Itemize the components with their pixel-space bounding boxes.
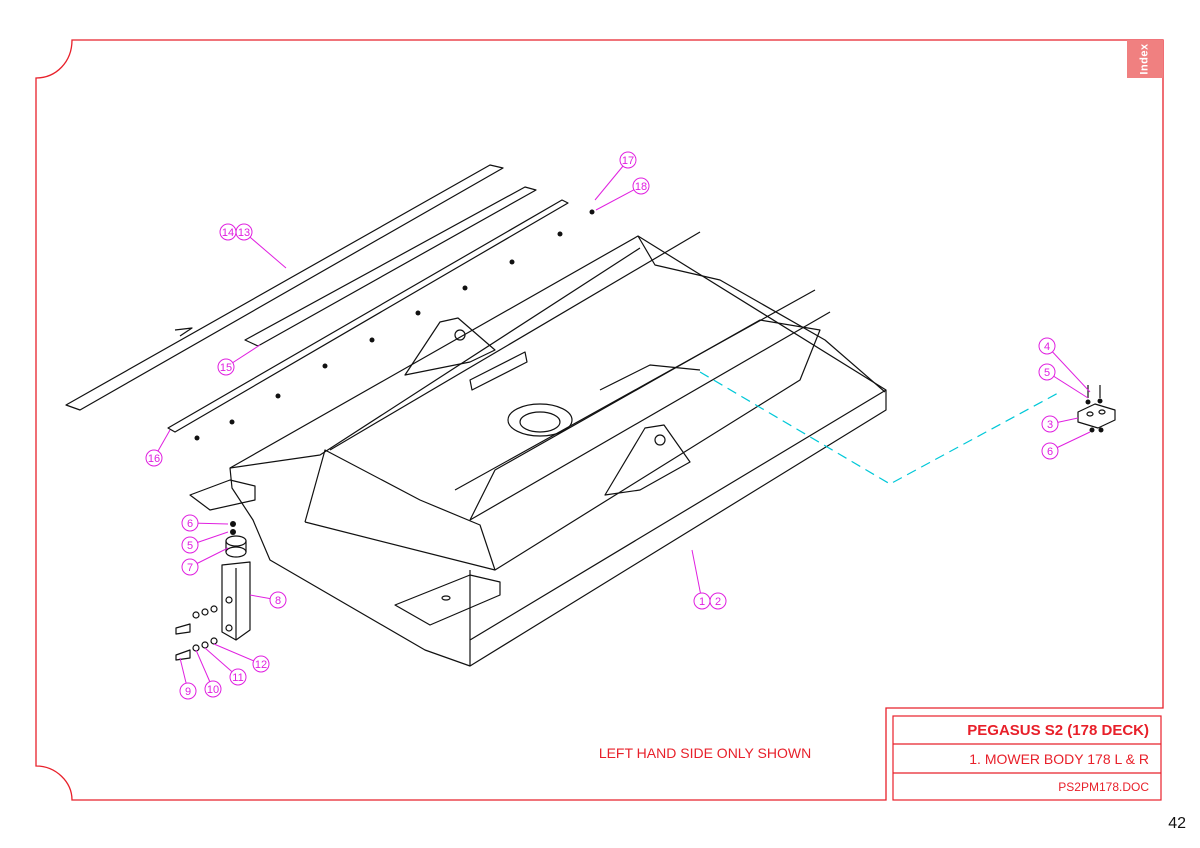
callout-leader (1046, 345, 1091, 393)
callout-balloon (219, 223, 237, 241)
callout-balloon (204, 680, 222, 698)
a-frame-bracket-front (604, 424, 691, 496)
callout-balloon (632, 177, 650, 195)
title-block-title: PEGASUS S2 (178 DECK) (967, 722, 1149, 739)
callout-label: 5 (1044, 367, 1050, 379)
callout-balloon (1041, 442, 1059, 460)
page-number: 42 (1168, 815, 1186, 832)
callout-balloon (181, 558, 199, 576)
a-frame-bracket-rear (404, 317, 496, 376)
callout-label: 15 (220, 362, 232, 374)
title-block-subtitle: 1. MOWER BODY 178 L & R (969, 751, 1149, 767)
callout-label: 8 (275, 595, 281, 607)
sheet-border (35, 39, 1164, 801)
callout-label: 13 (238, 227, 250, 239)
shield-strip-13-14 (65, 164, 504, 411)
callout-balloon (181, 514, 199, 532)
shield-strip-15 (244, 186, 537, 347)
callout-label: 12 (255, 659, 267, 671)
callout-label: 3 (1047, 419, 1053, 431)
callout-label: 7 (187, 562, 193, 574)
callout-label: 9 (185, 686, 191, 698)
spindle-opening (507, 403, 573, 437)
shield-strip-16 (167, 199, 569, 433)
callout-label: 16 (148, 453, 160, 465)
castor-post-8 (221, 561, 251, 641)
callout-label: 11 (232, 672, 243, 684)
callout-leader (594, 159, 629, 201)
drawing-note: LEFT HAND SIDE ONLY SHOWN (598, 745, 812, 761)
hitch-bracket-plate (469, 351, 528, 391)
callout-balloon (269, 591, 287, 609)
title-block-doc: PS2PM178.DOC (1058, 780, 1149, 794)
callout-balloon (619, 151, 637, 169)
title-block-frame (892, 715, 1162, 801)
callout-leader (213, 643, 262, 665)
rear-skid (394, 574, 501, 626)
callout-label: 6 (1047, 446, 1053, 458)
callout-balloon (181, 536, 199, 554)
castor-spacer-7 (225, 535, 247, 558)
callout-label: 6 (187, 518, 193, 530)
callout-balloon (1038, 363, 1056, 381)
callout-balloon (217, 358, 235, 376)
callout-label: 4 (1044, 341, 1050, 353)
callout-label: 5 (187, 540, 193, 552)
callout-balloon (179, 682, 197, 700)
callout-balloon (229, 668, 247, 686)
callout-label: 1 (699, 596, 705, 608)
front-skid (189, 479, 256, 511)
deck-shell (229, 231, 887, 667)
callout-label: 18 (635, 181, 647, 193)
callout-label: 17 (622, 155, 634, 167)
callout-label: 2 (715, 596, 721, 608)
callout-balloon (1038, 337, 1056, 355)
callout-label: 14 (222, 227, 234, 239)
index-tab-label: Index (1138, 43, 1151, 75)
callout-leader (691, 549, 703, 602)
callout-balloon (1041, 415, 1059, 433)
bracket-plate-3 (1077, 385, 1116, 429)
callout-leader (243, 231, 287, 269)
callout-balloon (252, 655, 270, 673)
assembly-leader-dashed (699, 371, 1061, 485)
callout-balloon (709, 592, 727, 610)
index-tab[interactable]: Index (1127, 40, 1163, 78)
mower-body-drawing (65, 164, 1116, 667)
callout-balloon (145, 449, 163, 467)
callout-label: 10 (207, 684, 219, 696)
fasteners (194, 209, 1104, 535)
